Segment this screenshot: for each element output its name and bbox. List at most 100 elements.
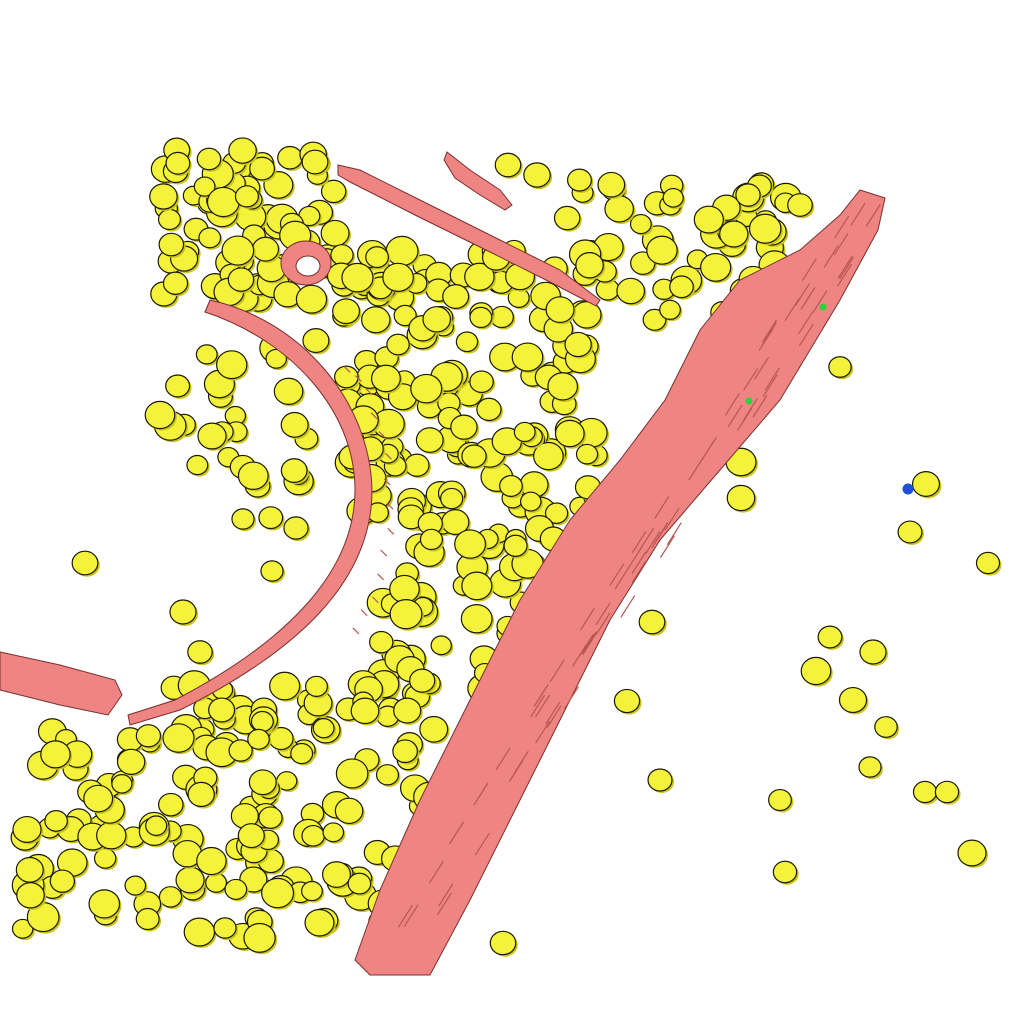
- vesicle: [96, 821, 128, 851]
- vesicle: [302, 328, 331, 355]
- fiber-texture-streak: [631, 530, 647, 554]
- fiber-texture-streak: [784, 298, 800, 321]
- fiber-texture-streak: [377, 573, 384, 581]
- vesicle: [454, 529, 488, 561]
- vesicle: [554, 419, 587, 449]
- vesicle: [911, 471, 942, 499]
- vesicle: [575, 443, 600, 466]
- blue-marker: [902, 483, 914, 495]
- vesicle: [575, 252, 606, 280]
- vesicle: [616, 277, 647, 306]
- vesicle: [206, 186, 242, 219]
- fiber-texture-streak: [360, 609, 368, 617]
- vesicle: [304, 908, 336, 939]
- vesicle: [613, 688, 642, 715]
- vesicle: [186, 454, 210, 477]
- vesicle: [265, 348, 289, 371]
- vesicle: [629, 213, 654, 236]
- vesicle: [874, 716, 900, 740]
- vesicle: [441, 509, 471, 537]
- markers: [745, 303, 914, 495]
- vesicle: [165, 374, 192, 399]
- vesicle: [280, 458, 310, 485]
- vesicle: [162, 723, 196, 755]
- vesicle: [647, 768, 674, 794]
- vesicle: [693, 205, 726, 235]
- fiber-texture-streak: [666, 522, 682, 546]
- fiber-texture-streak: [549, 659, 565, 683]
- vesicle: [499, 474, 525, 499]
- fiber-texture-streak: [727, 404, 743, 428]
- vesicle: [419, 528, 445, 552]
- fiber-texture-streak: [798, 311, 814, 334]
- vesicle: [252, 236, 281, 264]
- vesicle: [566, 168, 594, 194]
- fiber-texture-streak: [545, 701, 561, 725]
- vesicle: [196, 147, 223, 172]
- vesicle: [595, 278, 621, 302]
- fiber-texture-streak: [582, 632, 598, 656]
- vesicle: [227, 267, 256, 294]
- vesicle: [312, 718, 336, 740]
- vesicle: [175, 866, 207, 895]
- fiber-texture-streak: [579, 608, 595, 631]
- fiber-texture-streak: [631, 560, 647, 584]
- vesicle: [124, 875, 148, 897]
- vesicle: [571, 301, 604, 330]
- vesicle: [249, 156, 277, 182]
- vesicle: [461, 444, 489, 470]
- vesicle: [183, 917, 217, 948]
- fiber-texture-streak: [403, 904, 419, 928]
- fiber-texture-streak: [495, 747, 511, 771]
- fiber-texture-streak: [343, 365, 351, 373]
- vesicle: [553, 205, 582, 232]
- vesicle: [228, 137, 259, 166]
- fiber-texture-streak: [659, 535, 675, 558]
- vesicle: [719, 220, 750, 249]
- vesicle: [290, 742, 315, 766]
- fiber-texture-streak: [743, 368, 759, 391]
- fiber-texture-streak: [761, 322, 777, 346]
- fiber-texture-streak: [436, 892, 452, 916]
- vesicle: [507, 287, 532, 310]
- vesicle: [513, 421, 538, 444]
- vesicle: [237, 823, 267, 850]
- left-edge-fiber: [0, 651, 123, 716]
- vesicle: [440, 487, 465, 511]
- fiber-texture-streak: [387, 527, 395, 535]
- vesicle: [195, 344, 220, 366]
- fiber-texture-streak: [620, 595, 636, 618]
- vesicle: [321, 861, 353, 890]
- vesicle: [828, 356, 854, 380]
- fiber-texture-streak: [837, 255, 853, 279]
- vesicle: [442, 284, 471, 311]
- vesicle: [16, 882, 47, 910]
- vesicle: [205, 872, 229, 895]
- fiber-texture-streak: [752, 395, 768, 418]
- vesicle: [301, 149, 330, 176]
- vesicle: [838, 686, 869, 715]
- curved-membrane: [127, 299, 373, 726]
- vesicle: [83, 784, 115, 814]
- vesicle: [858, 756, 884, 780]
- vesicle: [533, 441, 566, 472]
- vesicle: [145, 815, 169, 838]
- vesicle: [258, 506, 285, 531]
- fiber-texture-streak: [546, 705, 562, 728]
- green-marker: [819, 303, 827, 311]
- vesicle: [44, 809, 70, 834]
- vesicle: [768, 788, 794, 813]
- vesicle: [135, 724, 163, 749]
- main-fiber-bundle: [354, 189, 886, 976]
- vesicle: [389, 574, 422, 605]
- vesicle: [304, 675, 330, 699]
- fiber-texture-streak: [352, 627, 360, 635]
- vesicle: [476, 397, 504, 423]
- vesicle: [469, 370, 496, 395]
- fiber-texture-streak: [754, 356, 770, 380]
- fiber-texture-streak: [581, 631, 597, 654]
- vesicle: [455, 331, 480, 354]
- vesicle: [957, 839, 989, 868]
- vesicle: [162, 271, 190, 297]
- vesicle: [169, 599, 199, 626]
